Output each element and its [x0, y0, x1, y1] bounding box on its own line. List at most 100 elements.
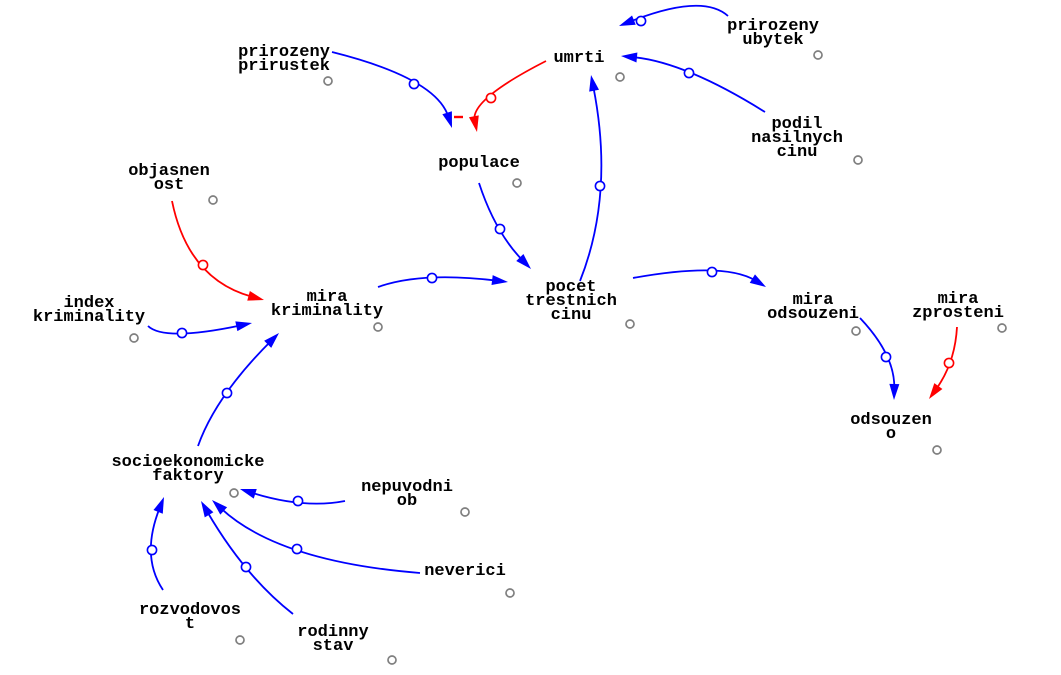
edge-handle[interactable] — [683, 67, 695, 79]
edge-handle[interactable] — [197, 259, 209, 271]
node-handle-mira-odsouzeni[interactable] — [851, 326, 861, 336]
node-handle-prirozeny-prirustek[interactable] — [323, 76, 333, 86]
node-handle-prirozeny-ubytek[interactable] — [813, 50, 823, 60]
node-handle-neverici[interactable] — [505, 588, 515, 598]
edge-curve[interactable] — [478, 182, 524, 262]
edge-socioekonomicke-faktory-to-mira-kriminality[interactable] — [197, 333, 279, 447]
edge-nepuvodni-ob-to-socioekonomicke-faktory[interactable] — [240, 489, 346, 507]
edge-index-kriminality-to-mira-kriminality[interactable] — [147, 321, 252, 339]
edge-handle[interactable] — [943, 357, 955, 369]
edge-populace-to-pocet-trestnich-cinu[interactable] — [478, 182, 531, 269]
node-handle-nepuvodni-ob[interactable] — [460, 507, 470, 517]
node-handle-mira-zprosteni[interactable] — [997, 323, 1007, 333]
edge-handle[interactable] — [221, 387, 233, 399]
edge-curve[interactable] — [197, 340, 272, 447]
node-label-umrti[interactable]: umrti — [553, 49, 604, 68]
node-umrti[interactable]: umrti — [553, 49, 625, 82]
node-handle-rodinny-stav[interactable] — [387, 655, 397, 665]
edge-curve[interactable] — [632, 269, 757, 282]
node-label-populace[interactable]: populace — [438, 154, 520, 173]
edge-curve[interactable] — [632, 56, 766, 113]
node-handle-socioekonomicke-faktory[interactable] — [229, 488, 239, 498]
node-handle-index-kriminality[interactable] — [129, 333, 139, 343]
edge-curve[interactable] — [220, 507, 421, 574]
arrowhead-icon — [468, 115, 479, 132]
edge-handle[interactable] — [291, 543, 303, 555]
edge-mira-odsouzeni-to-odsouzen-o[interactable] — [859, 317, 900, 400]
edge-handle[interactable] — [408, 78, 420, 90]
edge-handle[interactable] — [880, 351, 892, 363]
edge-curve[interactable] — [147, 324, 241, 335]
edge-curve[interactable] — [935, 326, 958, 390]
edge-rozvodovos-t-to-socioekonomicke-faktory[interactable] — [146, 497, 164, 591]
node-handle-mira-kriminality[interactable] — [373, 322, 383, 332]
edge-rodinny-stav-to-socioekonomicke-faktory[interactable] — [201, 501, 294, 615]
edge-pocet-trestnich-cinu-to-umrti[interactable] — [579, 75, 606, 282]
edge-umrti-to-populace[interactable] — [468, 60, 547, 132]
edge-curve[interactable] — [473, 60, 547, 121]
node-handle-populace[interactable] — [512, 178, 522, 188]
edge-mira-kriminality-to-pocet-trestnich-cinu[interactable] — [377, 272, 508, 288]
edge-curve[interactable] — [629, 4, 729, 23]
node-handle-podil-nasilnych-cinu[interactable] — [853, 155, 863, 165]
node-handle-umrti[interactable] — [615, 72, 625, 82]
edge-handle[interactable] — [240, 561, 252, 573]
edge-curve[interactable] — [206, 510, 294, 615]
edge-curve[interactable] — [171, 200, 253, 298]
edge-pocet-trestnich-cinu-to-mira-odsouzeni[interactable] — [632, 266, 766, 287]
edge-prirozeny-ubytek-to-umrti[interactable] — [619, 4, 729, 27]
node-handle-odsouzen-o[interactable] — [932, 445, 942, 455]
edge-handle[interactable] — [176, 327, 188, 339]
node-handle-objasnen-ost[interactable] — [208, 195, 218, 205]
node-handle-pocet-trestnich-cinu[interactable] — [625, 319, 635, 329]
edge-handle[interactable] — [494, 223, 506, 235]
node-label-neverici[interactable]: neverici — [424, 562, 506, 581]
edge-neverici-to-socioekonomicke-faktory[interactable] — [212, 500, 421, 574]
edge-handle[interactable] — [594, 180, 606, 192]
edge-handle[interactable] — [635, 15, 647, 27]
edge-podil-nasilnych-cinu-to-umrti[interactable] — [621, 52, 766, 113]
edge-handle[interactable] — [426, 272, 438, 284]
node-populace[interactable]: populace — [438, 154, 522, 188]
node-handle-rozvodovos-t[interactable] — [235, 635, 245, 645]
edge-mira-zprosteni-to-odsouzen-o[interactable] — [929, 326, 958, 399]
edge-handle[interactable] — [706, 266, 718, 278]
edge-handle[interactable] — [146, 544, 158, 556]
edge-prirozeny-prirustek-to-populace[interactable] — [331, 51, 452, 128]
edge-handle[interactable] — [485, 92, 497, 104]
edge-curve[interactable] — [331, 51, 450, 117]
edge-objasnen-ost-to-mira-kriminality[interactable] — [171, 200, 264, 301]
node-neverici[interactable]: neverici — [424, 562, 515, 598]
arrowhead-icon — [153, 497, 164, 514]
edge-handle[interactable] — [292, 495, 304, 507]
